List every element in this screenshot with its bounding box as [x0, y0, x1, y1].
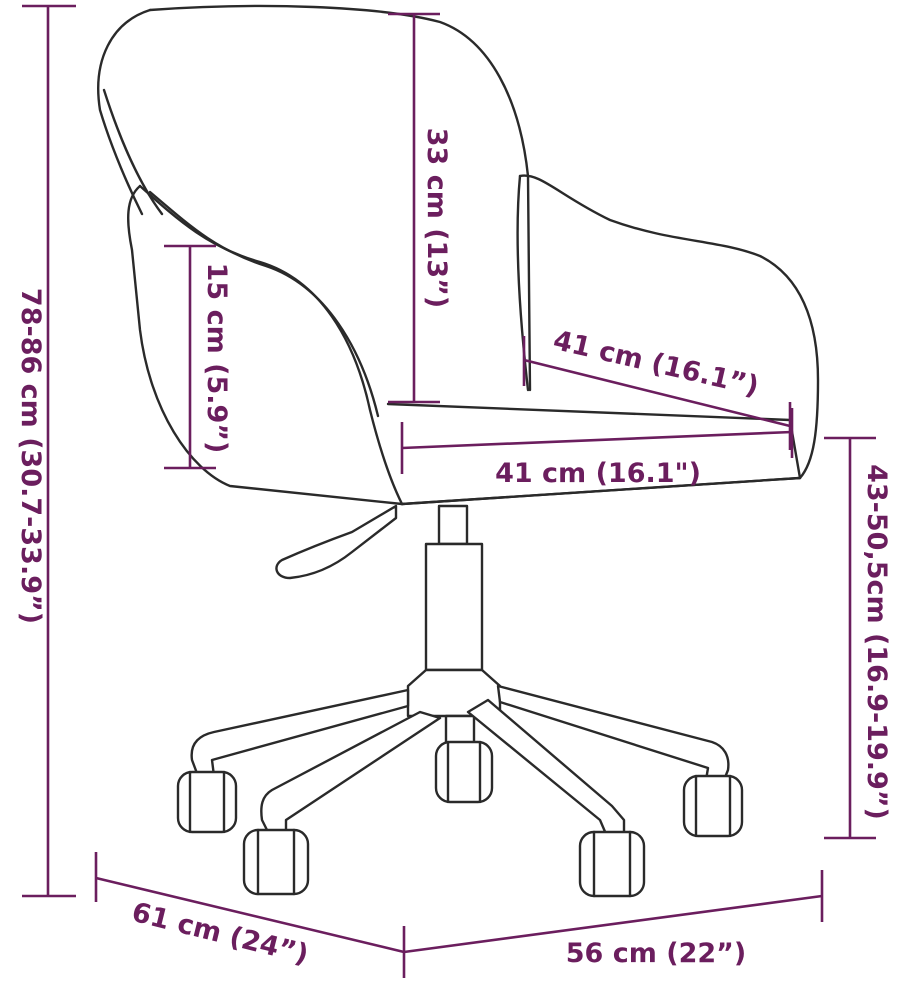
base-width-label: 56 cm (22”): [566, 938, 747, 969]
chair-illustration: [97, 4, 820, 898]
left-arm-top-inner: [148, 190, 380, 418]
base-leg-left-front: [260, 710, 442, 834]
armrest-height-label: 15 cm (5.9”): [201, 263, 232, 454]
caster-right-front: [578, 830, 646, 898]
caster-center: [434, 740, 494, 804]
caster-left-back: [176, 770, 238, 834]
backrest-height-label: 33 cm (13”): [421, 128, 452, 309]
adjustment-lever: [275, 504, 398, 580]
right-arm: [518, 174, 820, 480]
left-side-panel: [127, 184, 404, 506]
seat-depth-label: 41 cm (16.1”): [550, 325, 761, 402]
seat-depth-line: [522, 336, 792, 450]
backrest-inner-edge: [102, 88, 164, 216]
seat-front-edge: [400, 476, 802, 506]
total-height-label: 78-86 cm (30.7-33.9”): [15, 288, 46, 624]
gas-cylinder-top: [437, 504, 469, 546]
backrest-outer: [148, 4, 532, 392]
caster-right-back: [682, 774, 744, 838]
seat-height-line: [824, 436, 876, 840]
seat-width-label: 41 cm (16.1"): [495, 458, 701, 489]
dimension-lines: [22, 4, 876, 978]
left-arm-top: [138, 184, 404, 506]
seat-cushion: [386, 402, 802, 506]
base-width-line: [403, 870, 824, 954]
base-leg-left-back: [190, 688, 410, 778]
backrest-height-line: [388, 12, 440, 404]
base-leg-right-front: [466, 698, 626, 836]
total-height-line: [22, 4, 76, 898]
armrest-height-line: [164, 244, 216, 470]
seat-height-label: 43-50,5cm (16.9-19.9”): [861, 464, 892, 820]
backrest-left-edge: [97, 8, 152, 216]
gas-cylinder: [424, 542, 484, 672]
base-leg-center: [444, 714, 476, 746]
seat-width-line: [400, 408, 794, 474]
caster-left-front: [242, 828, 310, 896]
